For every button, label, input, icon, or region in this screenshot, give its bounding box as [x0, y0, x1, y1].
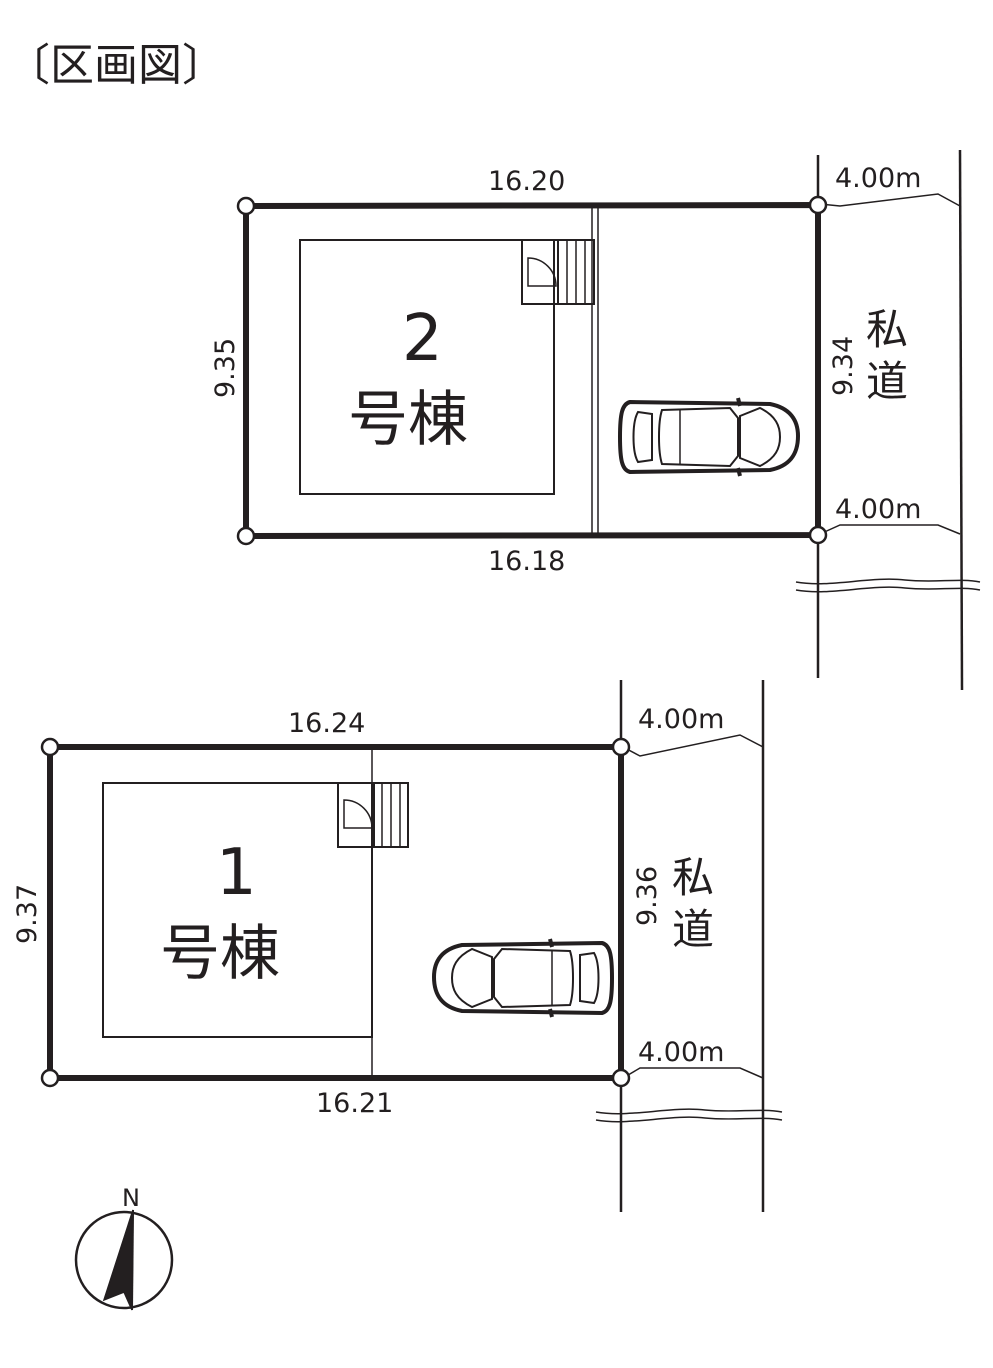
- road-width-top: 4.00m: [638, 704, 724, 735]
- road-width-leader-bottom: [622, 1067, 764, 1079]
- boundary-marker: [808, 195, 828, 215]
- dim-left: 9.37: [12, 884, 43, 944]
- boundary-marker: [40, 1068, 60, 1088]
- dim-right: 9.36: [632, 866, 663, 926]
- north-arrow-axis: [131, 1209, 134, 1311]
- dim-top: 16.24: [288, 708, 365, 739]
- dim-bottom: 16.18: [488, 546, 565, 577]
- road-break-lines: [795, 578, 981, 593]
- house-outline: [102, 782, 373, 1038]
- house-outline: [299, 239, 555, 495]
- car-icon: [431, 938, 615, 1018]
- boundary-marker: [611, 737, 631, 757]
- door-swing-icon: [343, 799, 373, 829]
- boundary-marker: [611, 1068, 631, 1088]
- north-arrow-icon: [102, 1209, 134, 1311]
- car-icon: [617, 397, 801, 477]
- road-label-1: 私: [672, 853, 714, 902]
- dim-left: 9.35: [210, 338, 241, 398]
- road-width-top: 4.00m: [835, 163, 921, 194]
- road-width-leader-top: [819, 193, 961, 207]
- dim-top: 16.20: [488, 166, 565, 197]
- road-width-leader-top: [622, 734, 764, 757]
- road-break-lines: [595, 1108, 783, 1123]
- dim-right: 9.34: [828, 336, 859, 396]
- lot-2: 16.20 16.18 9.35 9.34 4.00m 4.00m 私 道 2 …: [210, 149, 981, 691]
- road-width-bottom: 4.00m: [835, 494, 921, 525]
- page-title: 〔区画図〕: [6, 40, 226, 91]
- door-swing-icon: [527, 257, 557, 287]
- road-label-2: 道: [866, 357, 908, 406]
- lot-1: 16.24 16.21 9.37 9.36 4.00m 4.00m 私 道 1 …: [12, 680, 783, 1212]
- boundary-marker: [236, 526, 256, 546]
- lot-number: 2: [402, 302, 443, 376]
- compass: N: [74, 1184, 174, 1311]
- dim-bottom: 16.21: [316, 1088, 393, 1119]
- road-line-east: [958, 149, 964, 691]
- road-label-2: 道: [672, 905, 714, 954]
- lot-boundary: [243, 201, 821, 540]
- lot-label: 号棟: [160, 919, 280, 989]
- lot-number: 1: [216, 836, 257, 910]
- boundary-marker: [236, 196, 256, 216]
- boundary-marker: [40, 737, 60, 757]
- road-label-1: 私: [866, 305, 908, 354]
- compass-north-label: N: [122, 1184, 140, 1212]
- lot-label: 号棟: [348, 385, 468, 455]
- road-width-bottom: 4.00m: [638, 1037, 724, 1068]
- lot-boundary: [47, 744, 624, 1081]
- boundary-marker: [808, 525, 828, 545]
- compass-circle: [74, 1210, 174, 1310]
- road-width-leader-bottom: [819, 524, 961, 535]
